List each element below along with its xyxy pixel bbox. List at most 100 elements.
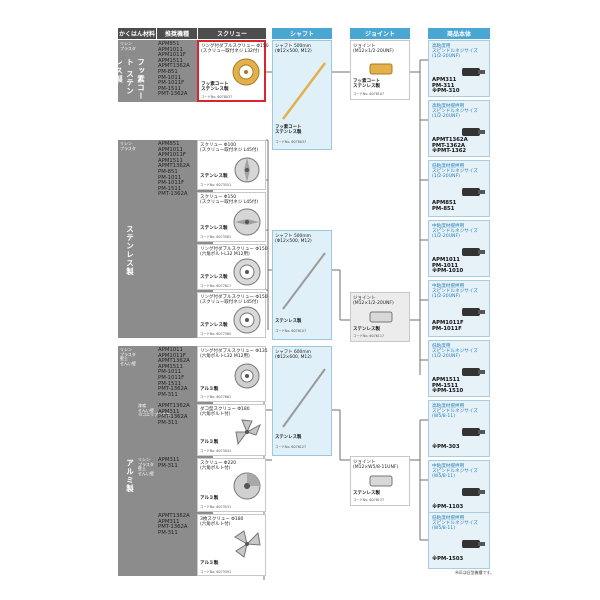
- recommended-models: APMT1362A APM311 PMT-1362A PM-311: [158, 403, 190, 426]
- screw-code: コードNo. 6073591: [200, 570, 232, 574]
- screw-code: コードNo. 6073561: [200, 235, 232, 239]
- category-label: フッ素コート ステンレス製: [114, 58, 146, 101]
- shaft-spec: シャフト 600mm (Φ12×600, M12): [275, 350, 312, 360]
- screw-name: リング付ダブルスクリュー Φ150 (六角ボルトL32 M12用): [200, 247, 268, 257]
- screw-name: リング付ダブルスクリュー Φ135 (六角ボルトL32 M12用): [200, 349, 268, 359]
- joint-image: [369, 63, 393, 75]
- screw-card[interactable]: リング付ダブルスクリュー Φ150 (スクリュー取付ネジ L32付) フッ素コー…: [197, 40, 269, 102]
- recommended-models: APM851 APM1011 APM1011F APM1511 APMT1362…: [158, 41, 190, 98]
- product-description: 中粘度材撹拌用 スピンドルネジサイズ (W5/8-11): [432, 464, 478, 480]
- product-card[interactable]: 高粘度用 スピンドルネジサイズ (1/2-20UNF) APM311 PM-31…: [428, 40, 490, 97]
- product-description: 中粘度材撹拌用 スピンドルネジサイズ (1/2-20UNF): [432, 284, 478, 300]
- shaft-image: [282, 368, 326, 428]
- joint-code: コードNo. 6076137: [353, 498, 385, 502]
- shaft-card[interactable]: シャフト 600mm (Φ12×600, M12) ステンレス製 コードNo. …: [272, 346, 332, 456]
- shaft-spec: シャフト 500mm (Φ12×500, M12): [275, 44, 312, 54]
- screw-material: アルミ製: [200, 561, 219, 566]
- mixer-image: [462, 368, 485, 376]
- product-card[interactable]: 高粘度材撹拌用 スピンドルネジサイズ (W5/8-11) ※PM-303: [428, 400, 490, 457]
- screw-image: [231, 57, 261, 87]
- product-card[interactable]: 低粘度材撹拌用 スピンドルネジサイズ (1/2-20UNF) APM851 PM…: [428, 160, 490, 217]
- joint-card[interactable]: ジョイント (M12×W5/8-11UNF) ステンレス製 コードNo. 607…: [350, 456, 410, 506]
- category-material: リシン プラスタ 壁土 せんい壁: [120, 347, 136, 366]
- recommended-models: APMT1362A APM311 PMT-1362A PM-311: [158, 513, 190, 536]
- recommended-models: APM851 APM1011 APM1011F APM1511 APMT1362…: [158, 141, 190, 198]
- mixer-image: [462, 68, 485, 76]
- product-card[interactable]: 中粘度材撹拌用 スピンドルネジサイズ (1/2-20UNF) APM1011 P…: [428, 220, 490, 277]
- screw-material: ステンレス製: [200, 323, 228, 328]
- screw-code: コードNo. 6073041: [200, 449, 232, 453]
- screw-image: [232, 207, 262, 237]
- screw-material: アルミ製: [200, 440, 219, 445]
- screw-card[interactable]: ダコ型スクリュー Φ180 (六角ボルト付) アルミ製 コードNo. 60730…: [197, 404, 266, 456]
- header-material: かくはん材料: [118, 28, 156, 39]
- sub-material: 漆喰 せんい壁 ヨコエリプラスタ: [138, 403, 170, 417]
- product-models: APMT1362A PMT-1362A ※PMT-1362: [432, 137, 468, 155]
- joint-material: ステンレス製: [353, 327, 380, 332]
- product-card[interactable]: 中粘度材撹拌用 スピンドルネジサイズ (W5/8-11) ※PM-1103: [428, 460, 490, 517]
- screw-card[interactable]: リング付ダブルスクリュー Φ150 (六角ボルトL32 M12用) ステンレス製…: [197, 244, 268, 290]
- product-description: 中粘度材撹拌用 スピンドルネジサイズ (1/2-20UNF): [432, 224, 478, 240]
- screw-name: スクリュー Φ220 (六角ボルト付): [200, 461, 237, 471]
- shaft-material: ステンレス製: [275, 435, 302, 440]
- recommended-models: APM311 PM-311: [158, 457, 180, 469]
- product-models: ※PM-1103: [432, 504, 464, 510]
- screw-material: アルミ製: [200, 387, 219, 392]
- product-card[interactable]: 中粘度材撹拌用 スピンドルネジサイズ (1/2-20UNF) APM1011F …: [428, 280, 490, 337]
- screw-material: フッ素コート ステンレス製: [201, 82, 229, 92]
- footnote: ※印は旧型機種です。: [455, 570, 494, 575]
- product-description: 低粘度用 スピンドルネジサイズ (1/2-20UNF): [432, 344, 478, 360]
- screw-card[interactable]: 3枚スクリュー Φ180 (六角ボルト付) アルミ製 コードNo. 607359…: [197, 514, 266, 576]
- product-description: 低粘度材撹拌用 スピンドルネジサイズ (1/2-20UNF): [432, 164, 478, 180]
- category-label: ステンレス製: [125, 224, 135, 276]
- category-material: リシン プラスタ: [120, 141, 136, 151]
- screw-code: コードNo. 6077385: [200, 332, 232, 336]
- category-material: リシン プラスタ: [120, 41, 136, 51]
- screw-card[interactable]: リング付ダブルスクリュー Φ135 (六角ボルトL32 M12用) アルミ製 コ…: [197, 346, 268, 402]
- shaft-code: コードNo. 6078037: [275, 140, 307, 144]
- screw-name: スクリュー Φ150 (スクリュー取付ネジ L45付): [200, 195, 259, 205]
- shaft-image: [282, 252, 326, 310]
- product-card[interactable]: 低粘度用 スピンドルネジサイズ (1/2-20UNF) APM1511 PM-1…: [428, 340, 490, 397]
- mixer-image: [462, 428, 485, 436]
- joint-spec: ジョイント (M12×W5/8-11UNF): [353, 460, 399, 470]
- shaft-spec: シャフト 500mm (Φ12×500, M12): [275, 234, 312, 244]
- joint-card[interactable]: ジョイント (M12×1/2-20UNF) ステンレス製 コードNo. 6076…: [350, 292, 410, 342]
- product-models: APM1511 PM-1511 ※PM-1510: [432, 377, 464, 395]
- screw-code: コードNo. 6073531: [200, 505, 232, 509]
- joint-material: フッ素コート ステンレス製: [353, 79, 380, 89]
- product-models: APM851 PM-851: [432, 200, 457, 212]
- screw-card[interactable]: スクリュー Φ150 (スクリュー取付ネジ L45付) ステンレス製 コードNo…: [197, 192, 266, 242]
- screw-code: コードNo. 6077617: [200, 284, 232, 288]
- joint-spec: ジョイント (M12×1/2-20UNF): [353, 296, 394, 306]
- joint-code: コードNo. 6078107: [353, 92, 385, 96]
- product-card[interactable]: 低粘度材撹拌用 スピンドルネジサイズ (W5/8-11) ※PM-1503: [428, 512, 490, 569]
- shaft-card[interactable]: シャフト 500mm (Φ12×500, M12) ステンレス製 コードNo. …: [272, 230, 332, 340]
- screw-card[interactable]: リング付ダブルスクリュー Φ150 (スクリュー取付ネジ L45付) ステンレス…: [197, 292, 268, 338]
- screw-card[interactable]: スクリュー Φ100 (スクリュー取付ネジ L45付) ステンレス製 コードNo…: [197, 140, 266, 190]
- screw-code: コードNo. 6073551: [200, 183, 232, 187]
- mixer-image: [462, 488, 485, 496]
- header-screw: スクリュー: [198, 28, 266, 39]
- screw-image: [232, 361, 262, 391]
- mixer-image: [462, 128, 485, 136]
- screw-name: リング付ダブルスクリュー Φ150 (スクリュー取付ネジ L45付): [200, 295, 268, 305]
- screw-image: [232, 155, 262, 185]
- shaft-card[interactable]: シャフト 500mm (Φ12×500, M12) フッ素コート ステンレス製 …: [272, 40, 332, 150]
- screw-card[interactable]: スクリュー Φ220 (六角ボルト付) アルミ製 コードNo. 6073531: [197, 458, 266, 512]
- product-description: 高粘度材撹拌用 スピンドルネジサイズ (1/2-20UNF): [432, 104, 478, 120]
- product-description: 高粘度用 スピンドルネジサイズ (1/2-20UNF): [432, 44, 478, 60]
- product-description: 高粘度材撹拌用 スピンドルネジサイズ (W5/8-11): [432, 404, 478, 420]
- screw-name: リング付ダブルスクリュー Φ150 (スクリュー取付ネジ L32付): [201, 44, 269, 54]
- joint-spec: ジョイント (M12×1/2-20UNF): [353, 44, 394, 54]
- screw-material: アルミ製: [200, 496, 219, 501]
- screw-code: コードNo. 6078037: [201, 95, 233, 99]
- screw-material: ステンレス製: [200, 275, 228, 280]
- product-card[interactable]: 高粘度材撹拌用 スピンドルネジサイズ (1/2-20UNF) APMT1362A…: [428, 100, 490, 157]
- joint-code: コードNo. 6076117: [353, 334, 385, 338]
- product-models: ※PM-1503: [432, 556, 464, 562]
- joint-card[interactable]: ジョイント (M12×1/2-20UNF) フッ素コート ステンレス製 コードN…: [350, 40, 410, 100]
- product-models: APM311 PM-311 ※PM-310: [432, 77, 460, 95]
- category-label: アルミ製: [125, 459, 135, 493]
- shaft-material: フッ素コート ステンレス製: [275, 125, 302, 135]
